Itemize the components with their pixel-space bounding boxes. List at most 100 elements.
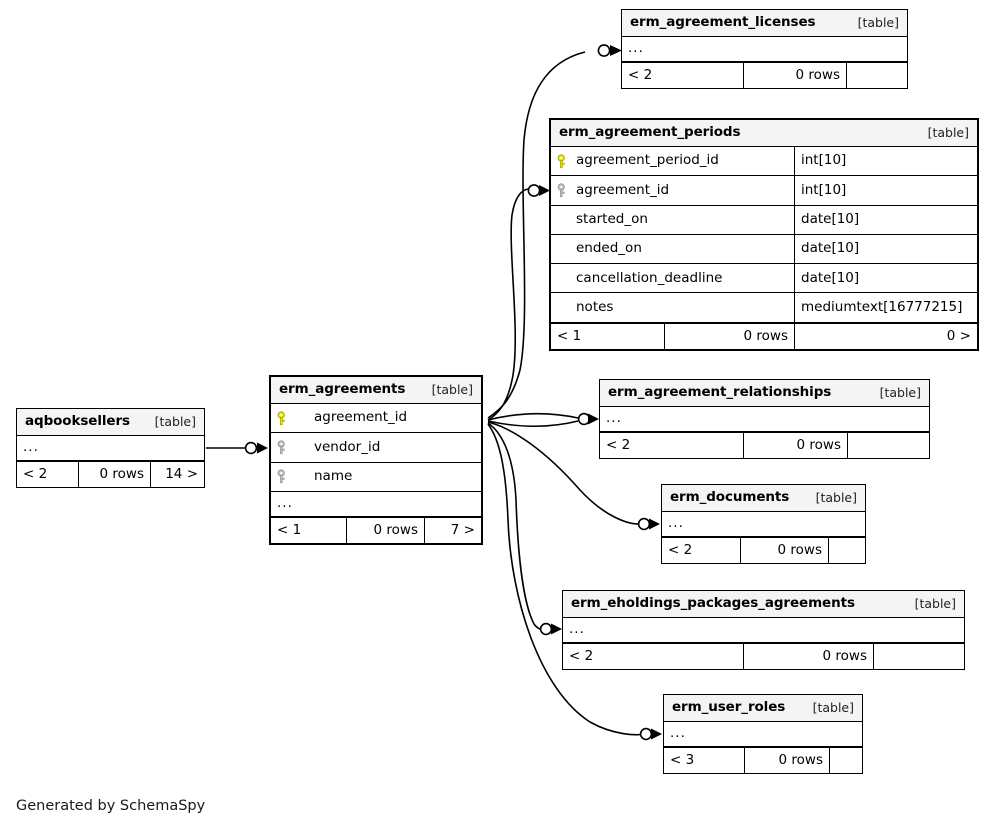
table-row: cancellation_deadline date[10] <box>551 264 977 294</box>
table-title: erm_eholdings_packages_agreements <box>571 595 855 612</box>
footer-parents: < 2 <box>668 541 693 558</box>
table-title: aqbooksellers <box>25 413 130 430</box>
table-erm-agreement-relationships[interactable]: erm_agreement_relationships [table] ... … <box>599 379 930 459</box>
table-header: erm_eholdings_packages_agreements [table… <box>563 591 964 618</box>
table-title: erm_user_roles <box>672 699 786 716</box>
footer-rowcount: 0 rows <box>743 433 847 458</box>
table-footer: < 1 0 rows 7 > <box>271 516 481 543</box>
table-header: erm_agreement_periods [table] <box>551 120 977 147</box>
edge-agreements-relationships-2 <box>487 420 579 428</box>
column-name: agreement_id <box>576 181 670 198</box>
column-type: date[10] <box>794 264 977 293</box>
table-erm-agreement-periods[interactable]: erm_agreement_periods [table] agreement_… <box>549 118 979 351</box>
table-row: agreement_id int[10] <box>551 176 977 206</box>
footer-rowcount: 0 rows <box>346 517 424 543</box>
footer-children <box>873 644 964 669</box>
primary-key-icon <box>277 411 290 426</box>
footer-rowcount: 0 rows <box>744 748 829 773</box>
no-key-spacer <box>557 242 570 257</box>
footer-parents: < 2 <box>606 436 631 453</box>
table-header: erm_agreements [table] <box>271 377 481 404</box>
column-type: date[10] <box>794 234 977 264</box>
column-name: agreement_id <box>314 409 408 426</box>
table-erm-user-roles[interactable]: erm_user_roles [table] ... < 3 0 rows <box>663 694 863 774</box>
footer-children <box>829 748 862 773</box>
table-type-tag: [table] <box>857 14 899 30</box>
table-title: erm_agreement_licenses <box>630 14 816 31</box>
footer-parents: < 2 <box>628 66 653 83</box>
primary-key-icon <box>557 154 570 169</box>
table-type-tag: [table] <box>815 489 857 505</box>
table-title: erm_agreement_relationships <box>608 384 832 401</box>
table-footer: < 2 0 rows <box>622 62 907 88</box>
no-key-spacer <box>557 271 570 286</box>
table-erm-documents[interactable]: erm_documents [table] ... < 2 0 rows <box>661 484 866 564</box>
table-header: erm_user_roles [table] <box>664 695 862 722</box>
no-key-spacer <box>557 300 570 315</box>
footer-parents: < 1 <box>557 327 582 344</box>
footer-children <box>846 63 907 88</box>
table-erm-eholdings-packages-agreements[interactable]: erm_eholdings_packages_agreements [table… <box>562 590 965 670</box>
table-type-tag: [table] <box>812 699 854 715</box>
column-name: notes <box>576 298 614 315</box>
table-columns-ellipsis: ... <box>662 512 865 537</box>
table-type-tag: [table] <box>927 124 969 140</box>
table-erm-agreement-licenses[interactable]: erm_agreement_licenses [table] ... < 2 0… <box>621 9 908 89</box>
table-row: agreement_id <box>271 404 481 434</box>
footer-parents: < 2 <box>569 647 594 664</box>
column-type: date[10] <box>794 205 977 234</box>
table-type-tag: [table] <box>914 595 956 611</box>
table-header: erm_documents [table] <box>662 485 865 512</box>
footer-children <box>828 538 865 563</box>
table-footer: < 2 0 rows <box>662 537 865 563</box>
table-title: erm_agreements <box>279 381 406 398</box>
column-name: ended_on <box>576 240 642 257</box>
table-header: aqbooksellers [table] <box>17 409 204 436</box>
footer-rowcount: 0 rows <box>743 63 846 88</box>
column-name: cancellation_deadline <box>576 269 723 286</box>
table-row: started_on date[10] <box>551 205 977 235</box>
foreign-key-icon <box>557 183 570 198</box>
table-row: vendor_id <box>271 433 481 463</box>
footer-children: 14 > <box>150 462 204 487</box>
foreign-key-icon <box>277 440 290 455</box>
foreign-key-icon <box>277 469 290 484</box>
table-footer: < 2 0 rows <box>600 432 929 458</box>
edge-agreements-userroles <box>487 423 641 736</box>
column-type: int[10] <box>794 176 977 205</box>
edge-agreements-eholdings <box>487 422 541 630</box>
footer-rowcount: 0 rows <box>740 538 828 563</box>
footer-rowcount: 0 rows <box>743 644 873 669</box>
table-columns-ellipsis: ... <box>622 37 907 62</box>
column-name: agreement_period_id <box>576 152 719 169</box>
footer-parents: < 1 <box>277 521 302 538</box>
footer-children: 0 > <box>794 323 977 349</box>
table-type-tag: [table] <box>431 381 473 397</box>
footer-children: 7 > <box>424 517 481 543</box>
edge-agreements-relationships <box>487 412 579 421</box>
table-title: erm_agreement_periods <box>559 124 741 141</box>
edge-agreements-periods <box>487 188 529 421</box>
table-erm-agreements[interactable]: erm_agreements [table] agreement_id vend… <box>269 375 483 545</box>
table-footer: < 2 0 rows <box>563 643 964 669</box>
table-title: erm_documents <box>670 489 790 506</box>
footer-children <box>847 433 929 458</box>
footer-parents: < 3 <box>670 751 695 768</box>
table-aqbooksellers[interactable]: aqbooksellers [table] ... < 2 0 rows 14 … <box>16 408 205 488</box>
table-columns-ellipsis: ... <box>17 436 204 461</box>
column-name: vendor_id <box>314 438 381 455</box>
table-columns-ellipsis: ... <box>600 407 929 432</box>
table-row: ended_on date[10] <box>551 234 977 265</box>
table-row: notes mediumtext[16777215] <box>551 293 977 323</box>
table-footer: < 3 0 rows <box>664 747 862 773</box>
table-footer: < 1 0 rows 0 > <box>551 322 977 349</box>
table-row: name <box>271 463 481 492</box>
generator-credit: Generated by SchemaSpy <box>16 798 206 814</box>
column-name: name <box>314 467 353 484</box>
table-header: erm_agreement_licenses [table] <box>622 10 907 37</box>
column-name: started_on <box>576 210 648 227</box>
column-type: mediumtext[16777215] <box>794 293 977 322</box>
table-columns-ellipsis: ... <box>664 722 862 747</box>
footer-rowcount: 0 rows <box>664 323 794 349</box>
